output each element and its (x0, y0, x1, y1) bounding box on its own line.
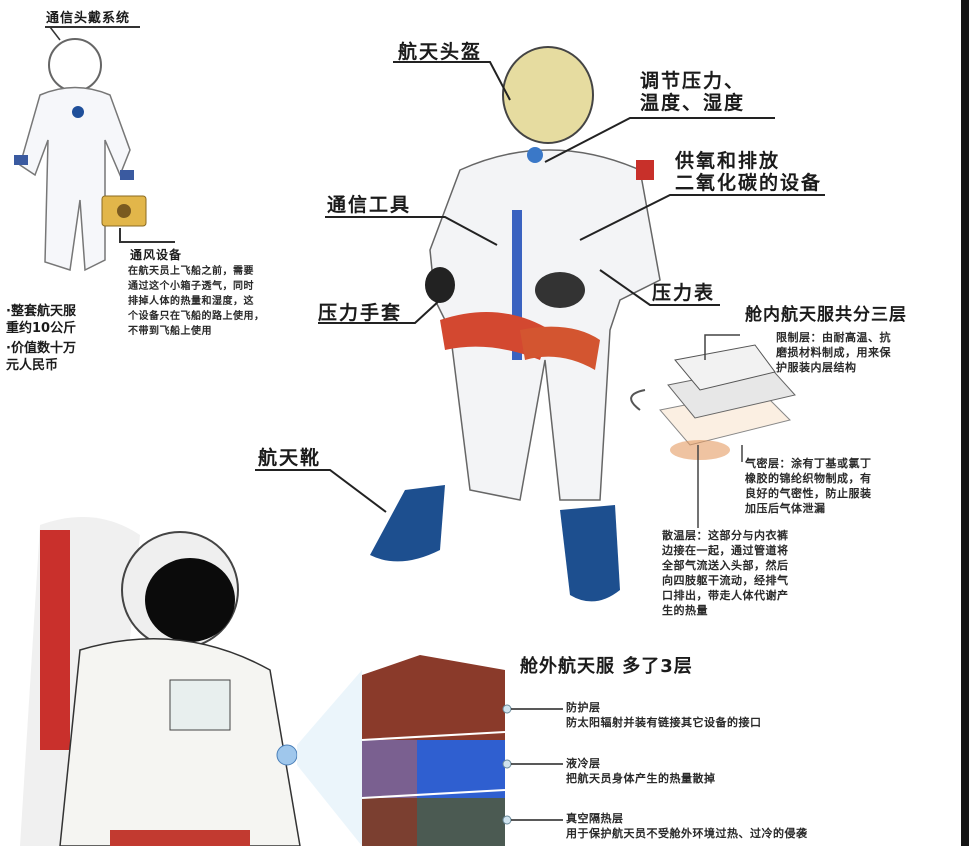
layer-description: 防太阳辐射并装有链接其它设备的接口 (566, 716, 762, 729)
comm-tool-label: 通信工具 (327, 194, 412, 216)
eva-layers-title: 舱外航天服 多了3层 (520, 656, 693, 677)
eva-astronaut-figure (20, 517, 362, 846)
thermal-layer-description: 散温层：这部分与内衣裤 边接在一起，通过管道将 全部气流送入头部，然后 向四肢躯… (662, 529, 789, 617)
layer-description: 把航天员身体产生的热量散掉 (566, 772, 716, 785)
vent-device-description: 在航天员上飞船之前，需要 通过这个小箱子透气，同时 排掉人体的热量和湿度，这 个… (128, 266, 265, 337)
weight-fact: ·整套航天服 重约10公斤 (6, 304, 77, 336)
layer-name: 真空隔热层 (566, 812, 624, 825)
space-boots-label: 航天靴 (258, 447, 322, 469)
regulator-label: 调节压力、 温度、湿度 (640, 70, 746, 114)
vent-device-title: 通风设备 (130, 248, 183, 262)
pressure-gloves-label: 压力手套 (318, 302, 403, 324)
airtight-layer-description: 气密层：涂有丁基或氯丁 橡胶的锦纶织物制成，有 良好的气密性，防止服装 加压后气… (745, 457, 872, 515)
layer-description: 用于保护航天员不受舱外环境过热、过冷的侵袭 (566, 827, 808, 840)
eva-layer-liquid-cooling: 液冷层 把航天员身体产生的热量散掉 (566, 756, 716, 786)
small-suit-figure (14, 26, 175, 272)
comm-headset-label: 通信头戴系统 (46, 11, 131, 26)
layer-name: 液冷层 (566, 757, 601, 770)
eva-layer-cube (361, 655, 563, 846)
helmet-label: 航天头盔 (398, 41, 483, 63)
eva-layer-protective: 防护层 防太阳辐射并装有链接其它设备的接口 (566, 700, 762, 730)
value-fact: ·价值数十万 元人民币 (6, 341, 76, 373)
eva-layer-vacuum-insulation: 真空隔热层 用于保护航天员不受舱外环境过热、过冷的侵袭 (566, 811, 808, 841)
right-edge-border (961, 0, 969, 846)
restraint-layer-description: 限制层：由耐高温、抗 磨损材料制成，用来保 护服装内层结构 (776, 331, 891, 374)
cabin-layers-title: 舱内航天服共分三层 (745, 305, 907, 325)
oxygen-co2-label: 供氧和排放 二氧化碳的设备 (675, 150, 823, 194)
layer-name: 防护层 (566, 701, 601, 714)
cabin-layer-stack (630, 334, 796, 528)
pressure-gauge-label: 压力表 (652, 282, 716, 304)
main-suit-figure (255, 46, 825, 602)
